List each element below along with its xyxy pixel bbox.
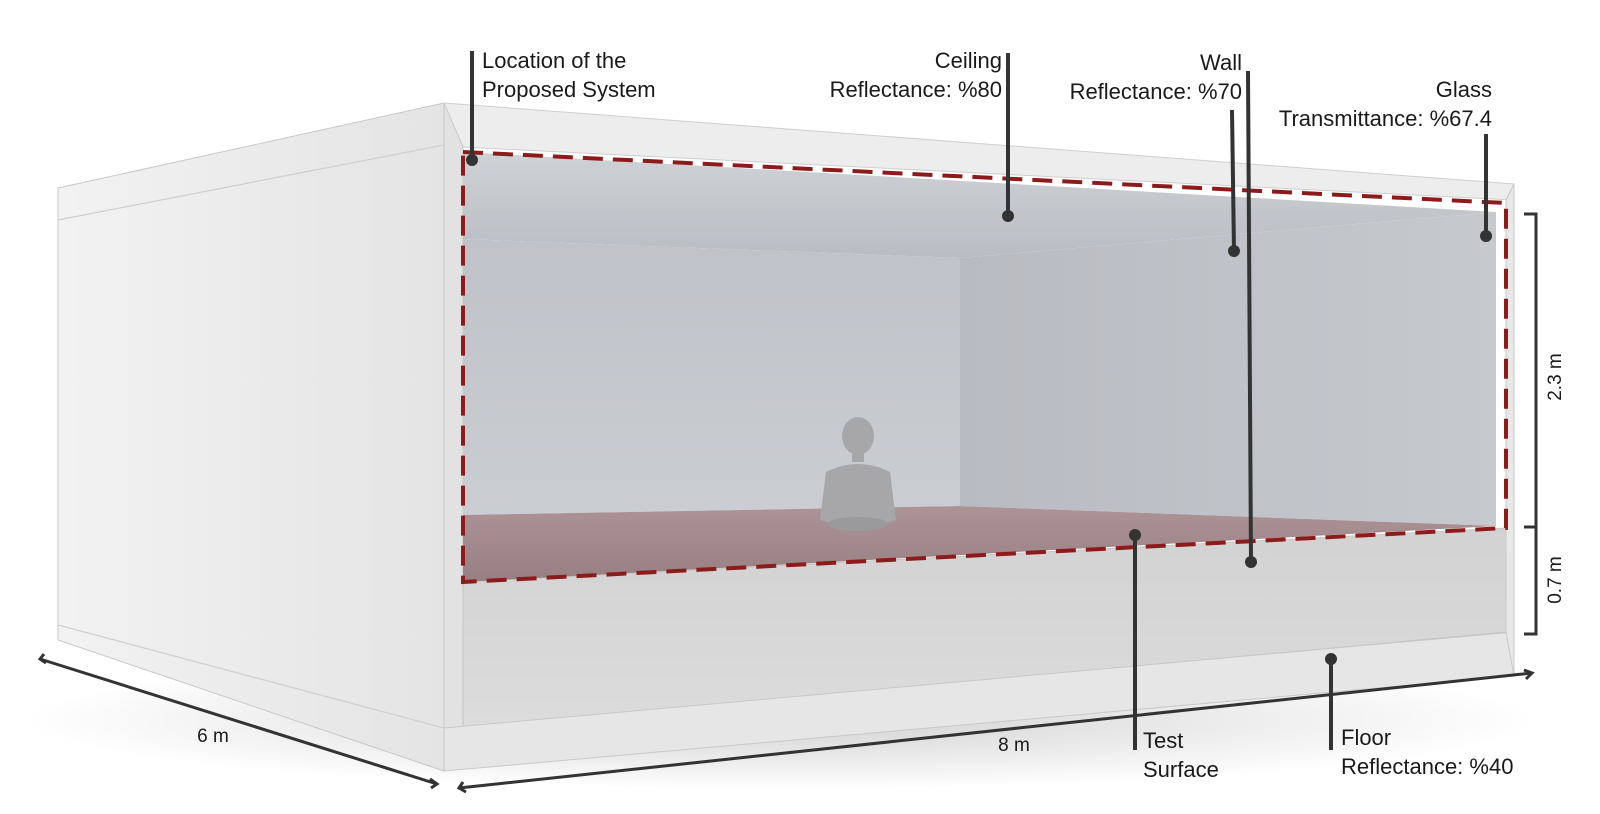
- box-left-side-base-edge: [57, 624, 445, 729]
- width-dimension-label: 8 m: [998, 735, 1030, 756]
- base-dimensions: [37, 653, 1535, 794]
- test-surface: [463, 506, 1496, 582]
- proposed-system-outline: [461, 149, 1508, 585]
- ceiling-surface: [463, 152, 1496, 258]
- test-surface-label-line1: Test: [1143, 728, 1183, 753]
- ceiling-label-line1: Ceiling: [935, 48, 1002, 73]
- floor-label-line2: Reflectance: %40: [1341, 754, 1513, 779]
- sill-height-label: 0.7 m: [1545, 556, 1566, 604]
- glass-label-line2: Transmittance: %67.4: [1279, 106, 1492, 131]
- back-wall: [463, 239, 960, 515]
- wall-label-line2: Reflectance: %70: [1070, 79, 1242, 104]
- box-left-side-edge: [57, 144, 445, 221]
- box-front-frame: [443, 102, 464, 772]
- ceiling-label-line2: Reflectance: %80: [830, 77, 1002, 102]
- height-dimension: [1524, 212, 1538, 636]
- system-label-line1: Location of the: [482, 48, 626, 73]
- glass-label-line1: Glass: [1436, 77, 1492, 102]
- box-left-side: [57, 102, 445, 772]
- floor-label-line1: Floor: [1341, 725, 1391, 750]
- leader-lines: [466, 51, 1492, 750]
- right-wall: [960, 212, 1496, 526]
- system-label-line2: Proposed System: [482, 77, 656, 102]
- depth-dimension-label: 6 m: [197, 726, 229, 747]
- test-surface-label-line2: Surface: [1143, 757, 1219, 782]
- wall-label-line1: Wall: [1200, 50, 1242, 75]
- room-height-label: 2.3 m: [1545, 353, 1566, 401]
- seated-figure: [820, 417, 896, 531]
